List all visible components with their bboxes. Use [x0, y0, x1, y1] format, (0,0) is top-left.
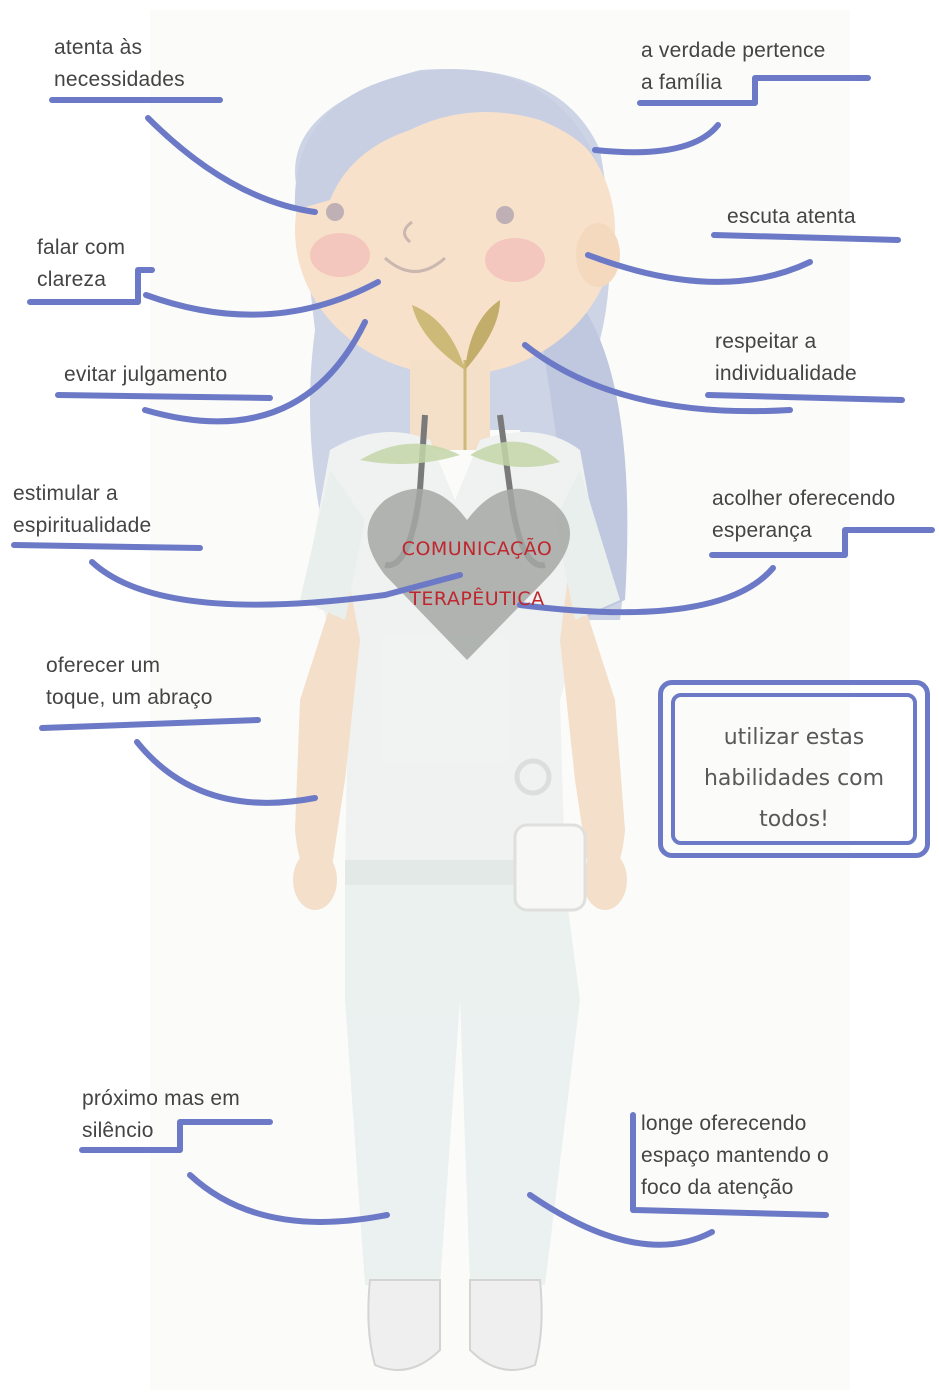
note-box: utilizar estas habilidades com todos! [658, 680, 930, 858]
note-box-inner: utilizar estas habilidades com todos! [671, 693, 917, 845]
line-evitar-underline [58, 395, 270, 398]
center-title: COMUNICAÇÃO TERAPÊUTICA [372, 524, 582, 624]
note-text: utilizar estas habilidades com todos! [675, 717, 913, 840]
line-estimular-underline [14, 545, 200, 548]
cheek-right [485, 238, 545, 282]
label-evitar-julgamento: evitar julgamento [64, 359, 227, 391]
title-line-1: COMUNICAÇÃO [372, 524, 582, 574]
eye-right [496, 206, 514, 224]
eye-left [326, 203, 344, 221]
hand-left [293, 850, 337, 910]
ear [576, 223, 620, 287]
shoe-left [368, 1280, 440, 1370]
title-line-2: TERAPÊUTICA [372, 574, 582, 624]
badge-card [515, 825, 585, 910]
shoe-right [470, 1280, 542, 1370]
cheek-left [310, 233, 370, 277]
hand-right [583, 850, 627, 910]
label-escuta-atenta: escuta atenta [727, 201, 856, 233]
